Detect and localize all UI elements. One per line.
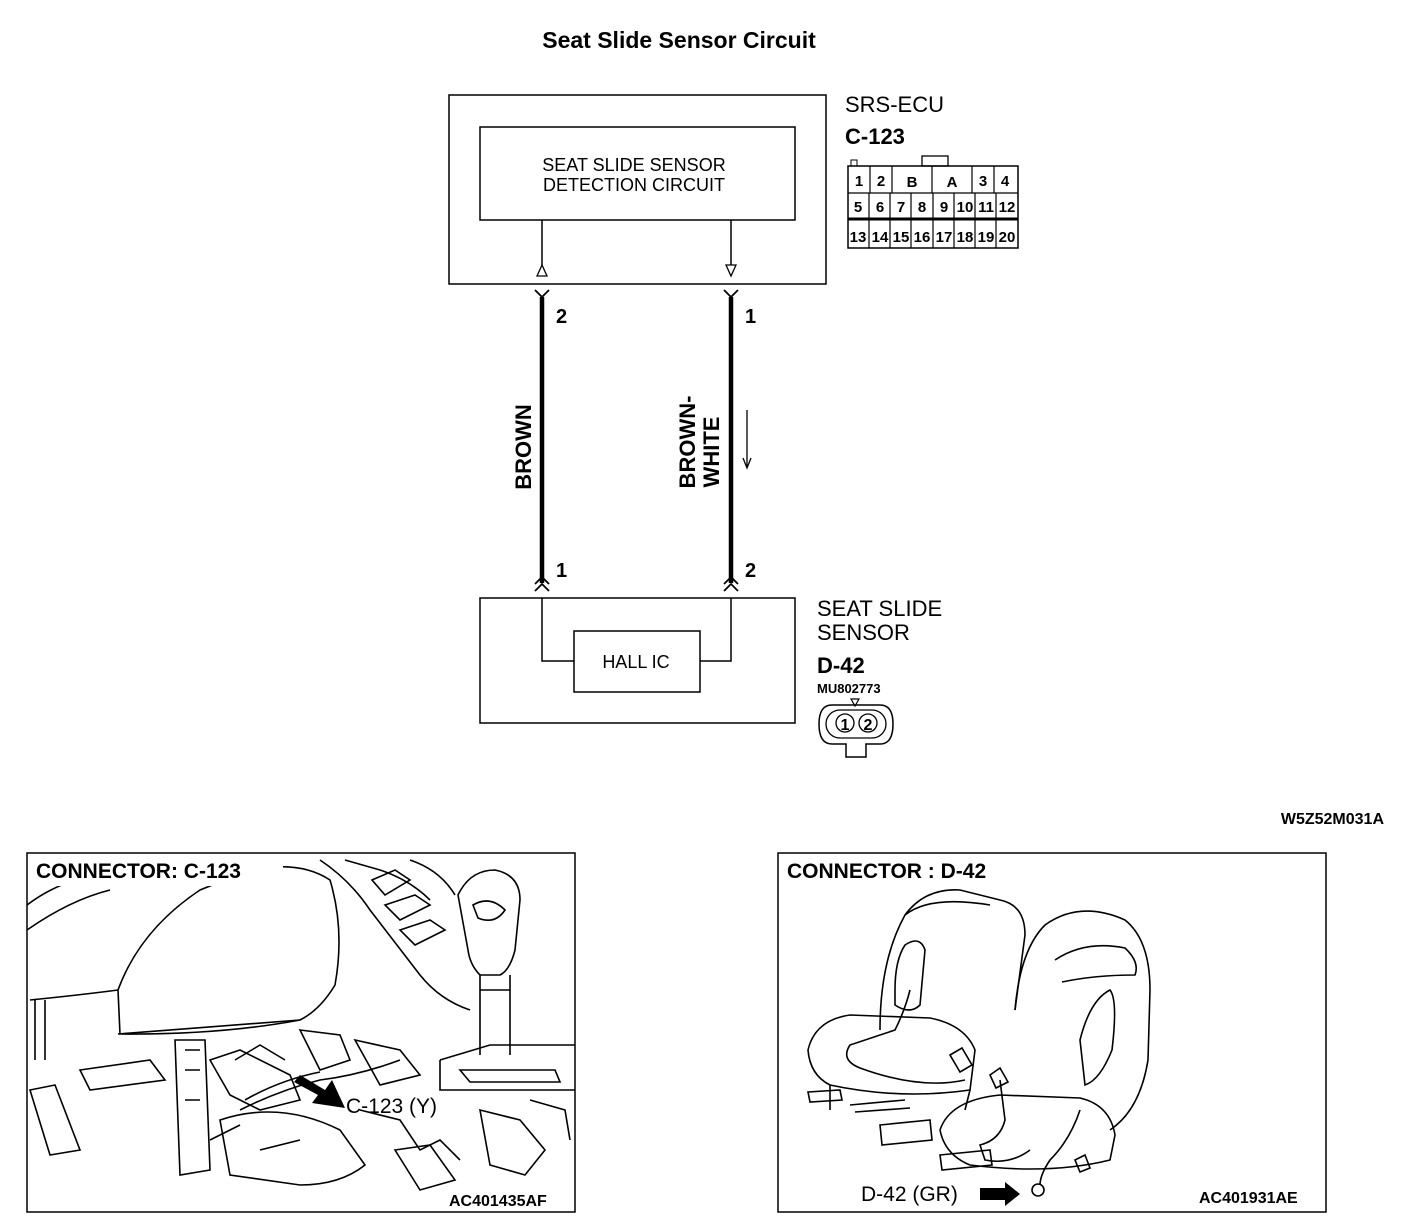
svg-text:3: 3 (979, 173, 987, 190)
svg-text:B: B (907, 174, 918, 191)
hall-ic-label: HALL IC (602, 652, 669, 672)
svg-text:14: 14 (872, 229, 889, 246)
wire-color-brown: BROWN (511, 404, 536, 490)
svg-text:7: 7 (897, 199, 905, 216)
d42-location-arrow-icon (980, 1182, 1020, 1206)
svg-text:8: 8 (918, 199, 926, 216)
svg-text:4: 4 (1001, 173, 1010, 190)
wire-brown-white (723, 289, 739, 592)
input-triangle-icon (535, 263, 549, 277)
diagram-code: W5Z52M031A (1281, 811, 1385, 828)
sensor-box (479, 597, 796, 724)
ecu-box (448, 94, 827, 285)
sensor-part-number: MU802773 (817, 681, 881, 696)
ecu-name: SRS-ECU (845, 92, 944, 117)
c123-location-arrow-icon (294, 1075, 345, 1108)
sensor-connector-id: D-42 (817, 653, 865, 678)
svg-text:18: 18 (957, 229, 974, 246)
sensor-connector-face: 1 2 (818, 698, 894, 758)
svg-text:1: 1 (841, 717, 850, 734)
panel2-title: CONNECTOR : D-42 (787, 860, 986, 883)
c123-callout: C-123 (Y) (346, 1095, 437, 1118)
svg-text:2: 2 (877, 173, 885, 190)
detection-circuit-line1: SEAT SLIDE SENSOR (542, 155, 725, 175)
panel1-title: CONNECTOR: C-123 (36, 860, 241, 883)
svg-text:9: 9 (940, 199, 948, 216)
sensor-name-line1: SEAT SLIDE (817, 596, 942, 621)
panel2-code: AC401931AE (1199, 1190, 1298, 1207)
ecu-connector-face: 1 2 B A 3 4 5 6 7 8 9 10 11 12 13 14 15 … (847, 155, 1019, 249)
detection-circuit-line2: DETECTION CIRCUIT (543, 175, 725, 195)
svg-text:20: 20 (999, 229, 1016, 246)
svg-text:1: 1 (855, 173, 863, 190)
d42-callout: D-42 (GR) (861, 1183, 958, 1206)
svg-text:19: 19 (978, 229, 995, 246)
svg-text:12: 12 (999, 199, 1016, 216)
detection-circuit-box (479, 126, 796, 221)
connector-c123-panel: C-123 (Y) CONNECTOR: C-123 AC401435AF (26, 852, 576, 1213)
sensor-name-line2: SENSOR (817, 620, 910, 645)
sensor-pin-brown: 1 (556, 560, 567, 582)
seat-illustration (807, 889, 1151, 1197)
svg-text:15: 15 (893, 229, 910, 246)
svg-text:17: 17 (936, 229, 953, 246)
svg-text:16: 16 (914, 229, 931, 246)
wire-color-brown-white-1: BROWN- (675, 396, 700, 489)
svg-text:2: 2 (864, 717, 873, 734)
svg-text:6: 6 (876, 199, 884, 216)
ecu-pin-brown: 2 (556, 306, 567, 328)
wire-color-brown-white-2: WHITE (699, 417, 724, 488)
sensor-pin-brown-white: 2 (745, 560, 756, 582)
svg-text:5: 5 (854, 199, 862, 216)
ecu-connector-id: C-123 (845, 124, 905, 149)
svg-text:10: 10 (957, 199, 974, 216)
svg-text:A: A (947, 174, 958, 191)
diagram-title: Seat Slide Sensor Circuit (542, 27, 816, 53)
svg-text:11: 11 (978, 199, 994, 216)
output-triangle-icon (724, 264, 738, 278)
panel1-code: AC401435AF (449, 1193, 547, 1210)
current-direction-arrow-icon (742, 410, 752, 470)
ecu-pin-brown-white: 1 (745, 306, 756, 328)
connector-d42-panel: D-42 (GR) CONNECTOR : D-42 AC401931AE (777, 852, 1327, 1213)
svg-text:13: 13 (850, 229, 867, 246)
wire-brown (534, 289, 550, 592)
